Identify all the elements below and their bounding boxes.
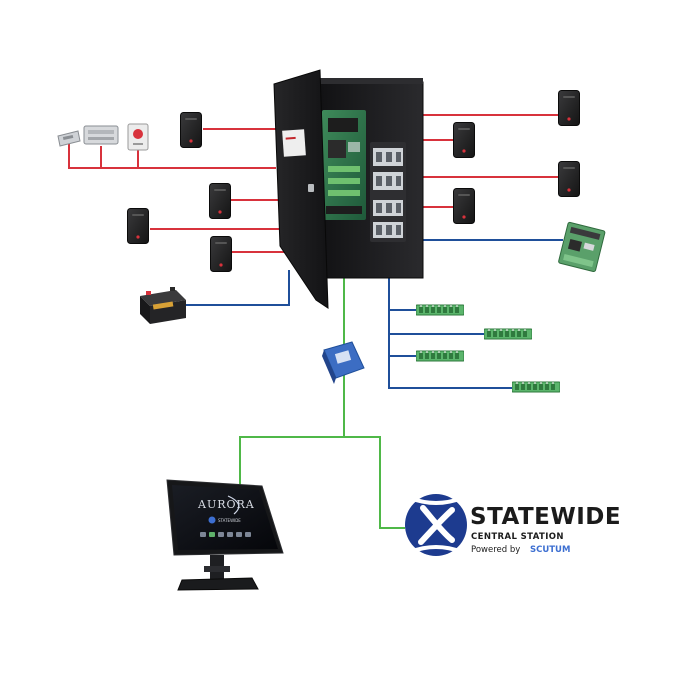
card-reader-icon: [180, 112, 202, 148]
terminal-block-icon: [512, 381, 560, 393]
wire-network-branch: [239, 436, 405, 529]
monitor-hinge: [204, 566, 230, 572]
card-reader-icon: [209, 183, 231, 219]
door-lock-keyhole: [308, 184, 314, 192]
control-panel-enclosure: [273, 69, 424, 309]
card-reader-icon: [558, 90, 580, 126]
screen-logo-swoosh: [227, 495, 240, 515]
door-label-card: [282, 129, 306, 157]
card-reader-icon: [453, 122, 475, 158]
card-reader-icon: [210, 236, 232, 272]
screen-logo: AURORA: [197, 498, 255, 511]
relay-board: [370, 142, 406, 242]
wire-expander-bus: [388, 276, 514, 389]
network-module-icon: [322, 341, 365, 384]
card-reader-icon: [453, 188, 475, 224]
cabinet-top: [313, 78, 423, 84]
io-board-icon: [558, 221, 606, 273]
door-strike-icon: [57, 130, 81, 147]
screen-caption: STATEWIDE: [218, 518, 241, 523]
monitoring-subtitle: CENTRAL STATION: [471, 532, 564, 542]
monitoring-name: STATEWIDE: [470, 504, 621, 530]
battery-icon: [140, 287, 186, 324]
wire-lock-group: [68, 144, 276, 169]
card-reader-icon: [127, 208, 149, 244]
expansion-wiring: [186, 239, 563, 389]
workstation-monitor: AURORA STATEWIDE: [166, 479, 284, 591]
monitor-base: [177, 577, 259, 591]
terminal-block-icon: [416, 304, 464, 316]
monitor-screen: [172, 485, 278, 550]
controller-board: [322, 110, 366, 220]
monitoring-powered-by: Powered by: [471, 545, 520, 555]
door-lock-icon: [83, 125, 119, 145]
exit-button-icon: [127, 123, 149, 151]
reader-wiring: [68, 114, 559, 253]
wire-battery: [186, 270, 290, 306]
cabinet-door: [273, 69, 329, 309]
monitoring-partner: SCUTUM: [530, 545, 570, 555]
statewide-x-logo-icon: [405, 494, 467, 556]
network-wiring: [239, 274, 405, 529]
terminal-block-icon: [416, 350, 464, 362]
screen-brand-mark: STATEWIDE: [208, 516, 241, 524]
terminal-block-icon: [484, 328, 532, 340]
screen-app-icons: [200, 532, 251, 537]
card-reader-icon: [558, 161, 580, 197]
